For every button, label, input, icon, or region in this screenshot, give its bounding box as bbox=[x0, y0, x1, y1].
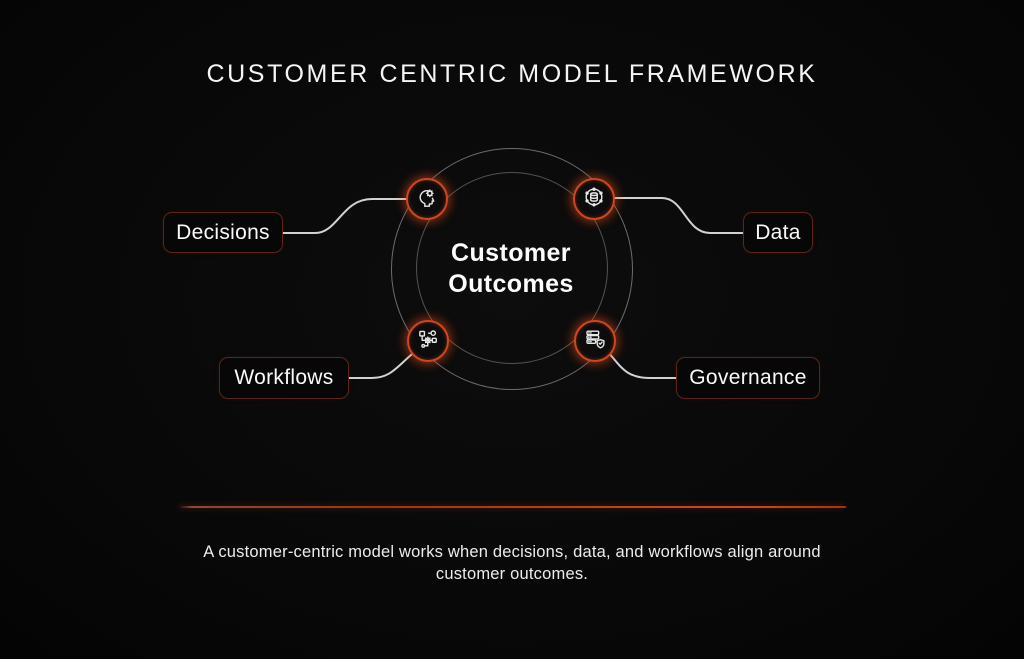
node-label-governance: Governance bbox=[689, 366, 807, 389]
node-box-workflows: Workflows bbox=[219, 357, 349, 399]
decisions-node-badge bbox=[406, 178, 448, 220]
data-node-badge bbox=[573, 178, 615, 220]
head-gear-icon bbox=[414, 184, 440, 215]
page-title: CUSTOMER CENTRIC MODEL FRAMEWORK bbox=[206, 60, 818, 88]
server-shield-icon bbox=[582, 326, 608, 357]
node-box-data: Data bbox=[743, 212, 813, 253]
center-label-line2: Outcomes bbox=[448, 270, 574, 298]
connector-workflows bbox=[347, 340, 429, 379]
flowchart-gear-icon bbox=[415, 326, 441, 357]
caption-text: A customer-centric model works when deci… bbox=[162, 541, 862, 585]
center-label: Customer Outcomes bbox=[391, 238, 631, 300]
caption-text-inner: A customer-centric model works when deci… bbox=[203, 543, 821, 583]
inner-circle bbox=[416, 172, 608, 364]
connector-data bbox=[593, 197, 744, 234]
node-box-decisions: Decisions bbox=[163, 212, 283, 253]
workflows-node-badge bbox=[407, 320, 449, 362]
center-label-line1: Customer bbox=[451, 239, 571, 267]
database-network-icon bbox=[581, 184, 607, 215]
node-label-workflows: Workflows bbox=[234, 366, 334, 389]
node-label-decisions: Decisions bbox=[176, 220, 270, 244]
accent-divider bbox=[178, 506, 846, 508]
governance-node-badge bbox=[574, 320, 616, 362]
node-label-data: Data bbox=[755, 220, 801, 244]
outer-circle bbox=[391, 148, 633, 390]
connector-decisions bbox=[282, 198, 428, 234]
node-box-governance: Governance bbox=[676, 357, 820, 399]
